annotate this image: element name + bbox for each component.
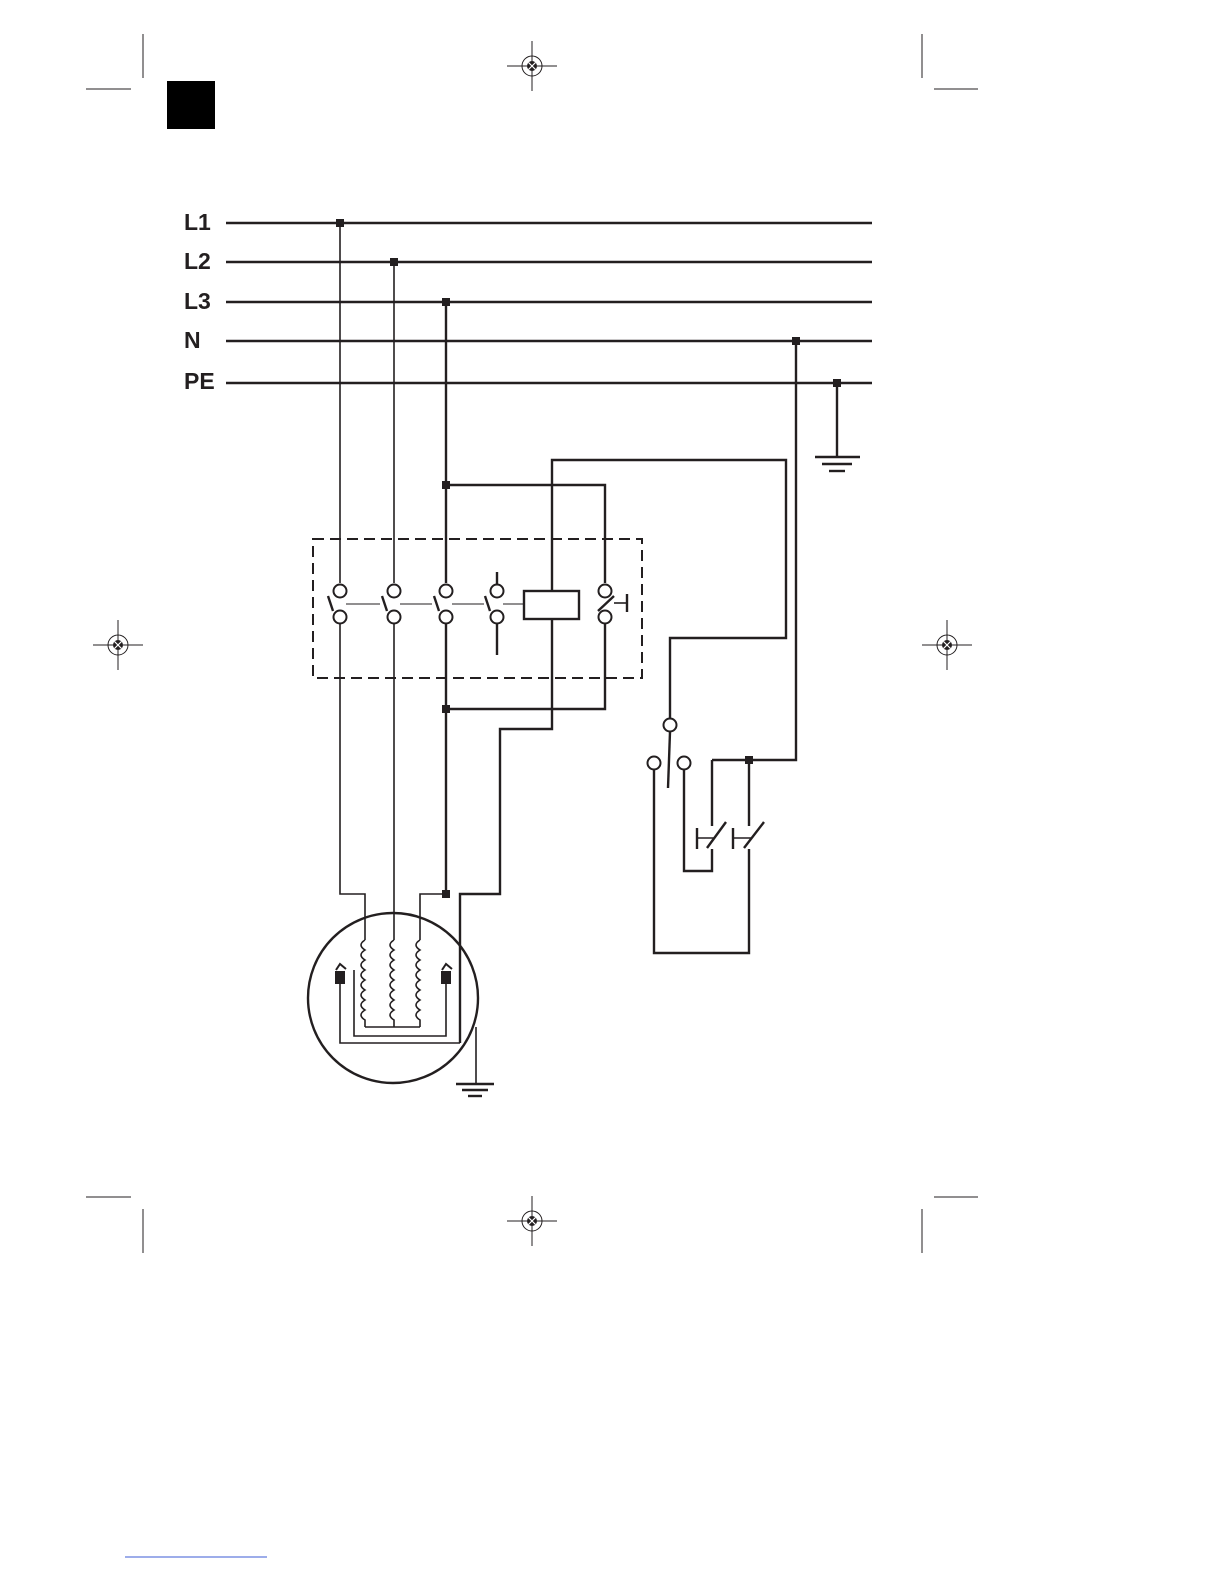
junction-control bbox=[745, 756, 753, 764]
print-marks bbox=[86, 34, 978, 1253]
holding-contact-top-terminal bbox=[599, 585, 612, 598]
bus-label-pe: PE bbox=[184, 368, 215, 394]
aux-contact-blade bbox=[485, 596, 490, 611]
winding-1-icon bbox=[361, 940, 365, 1027]
wire-coil-to-motor-thermal bbox=[460, 619, 552, 1043]
winding-3-icon bbox=[416, 940, 420, 1027]
contactor-coil bbox=[524, 591, 579, 619]
contactor-contacts bbox=[328, 572, 627, 655]
contact-l2-top-terminal bbox=[388, 585, 401, 598]
registration-mark-left bbox=[93, 620, 143, 670]
contact-l1-blade bbox=[328, 596, 333, 611]
wire-coil-to-start-button bbox=[552, 460, 786, 718]
wire-l3-to-holding-contact bbox=[446, 485, 605, 583]
contact-l1-top-terminal bbox=[334, 585, 347, 598]
contact-l3-top-terminal bbox=[440, 585, 453, 598]
motor bbox=[308, 912, 478, 1083]
contactor-enclosure bbox=[313, 539, 642, 678]
wire-stop-loop bbox=[684, 770, 712, 871]
registration-mark-bottom bbox=[507, 1196, 557, 1246]
winding-2-icon bbox=[390, 940, 394, 1027]
registration-mark-right bbox=[922, 620, 972, 670]
start-button-top-terminal bbox=[664, 719, 677, 732]
contact-l2-blade bbox=[382, 596, 387, 611]
wire-holding-contact-return bbox=[446, 623, 605, 709]
bus-label-l2: L2 bbox=[184, 248, 211, 274]
page-tab-marker bbox=[167, 81, 215, 129]
thermal-switch-right-icon bbox=[441, 964, 452, 984]
wire-l1-to-motor bbox=[340, 623, 365, 915]
start-button-actuator bbox=[668, 732, 670, 788]
stop-buttons bbox=[697, 760, 764, 849]
motor-housing bbox=[308, 913, 478, 1083]
thermal-loop-outer bbox=[340, 984, 460, 1043]
contact-l3-blade bbox=[434, 596, 439, 611]
wire-control-to-neutral bbox=[712, 341, 796, 760]
contact-l1-bottom-terminal bbox=[334, 611, 347, 624]
ground-symbol-top bbox=[815, 383, 860, 471]
aux-contact-top-terminal bbox=[491, 585, 504, 598]
start-button-left-terminal bbox=[648, 757, 661, 770]
aux-contact-bottom-terminal bbox=[491, 611, 504, 624]
stop-button-2-blade bbox=[744, 822, 764, 848]
contact-l2-bottom-terminal bbox=[388, 611, 401, 624]
start-button-right-terminal bbox=[678, 757, 691, 770]
thermal-switch-left-icon bbox=[335, 964, 346, 984]
holding-contact-bottom-terminal bbox=[599, 611, 612, 624]
registration-mark-top bbox=[507, 41, 557, 91]
bus-label-l1: L1 bbox=[184, 209, 211, 235]
thermal-loop-inner bbox=[354, 970, 446, 1036]
stop-button-1-blade bbox=[707, 822, 726, 848]
bus-label-l3: L3 bbox=[184, 288, 211, 314]
contact-l3-bottom-terminal bbox=[440, 611, 453, 624]
ground-symbol-motor bbox=[456, 1027, 494, 1096]
bus-label-n: N bbox=[184, 327, 201, 353]
wire-start-loop bbox=[654, 770, 749, 953]
